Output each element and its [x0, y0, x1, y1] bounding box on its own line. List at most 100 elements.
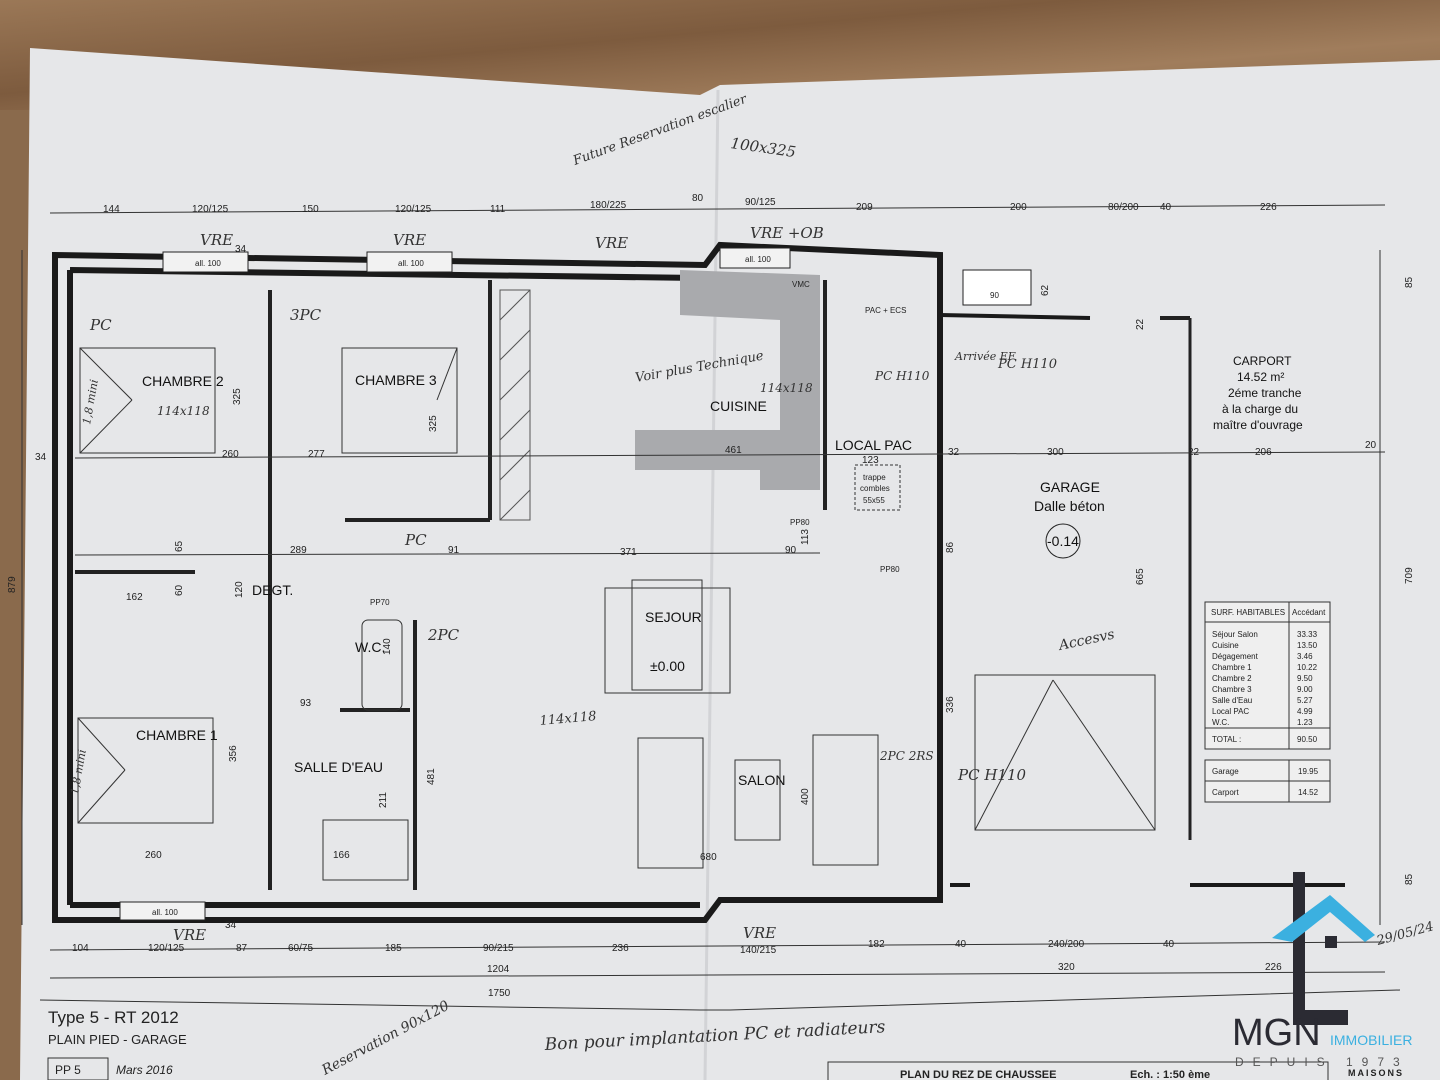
- plan-drawing-mark: [734, 759, 781, 841]
- plan-label: 85: [1404, 276, 1415, 288]
- plan-label: 3.46: [1297, 652, 1313, 661]
- paper-sheet: [20, 48, 1440, 1080]
- plan-drawing-mark: [119, 901, 206, 921]
- plan-drawing-mark: [77, 769, 126, 824]
- plan-drawing-mark: [49, 204, 1386, 214]
- plan-label: 40: [955, 939, 967, 950]
- plan-label: VMC: [792, 280, 810, 289]
- plan-drawing-mark: [49, 941, 1386, 951]
- plan-label: all. 100: [398, 259, 424, 268]
- plan-label: 87: [236, 943, 248, 954]
- plan-label: VRE: [595, 234, 628, 252]
- plan-label: SURF. HABITABLES: [1211, 608, 1285, 617]
- plan-label: CARPORT: [1233, 354, 1292, 368]
- plan-label: 325: [428, 415, 439, 432]
- plan-label: Garage: [1212, 767, 1239, 776]
- plan-label: 14.52 m²: [1237, 370, 1284, 384]
- plan-label: VRE: [200, 231, 233, 249]
- plan-label: CHAMBRE 2: [142, 373, 224, 389]
- plan-label: 185: [385, 943, 402, 954]
- plan-drawing-mark: [637, 737, 704, 869]
- plan-label: W.C.: [1212, 718, 1229, 727]
- plan-label: Dalle béton: [1034, 498, 1105, 514]
- plan-label: 166: [333, 850, 350, 861]
- plan-label: PP80: [880, 565, 900, 574]
- plan-label: Séjour Salon: [1212, 630, 1258, 639]
- plan-label: 182: [868, 939, 885, 950]
- plan-label: 80/200: [1108, 202, 1139, 213]
- plan-label: PP 5: [55, 1063, 81, 1077]
- plan-label: 144: [103, 204, 120, 215]
- plan-label: 40: [1163, 939, 1175, 950]
- plan-label: LOCAL PAC: [835, 437, 912, 453]
- plan-label: ±0.00: [650, 658, 685, 674]
- plan-label: 34: [225, 920, 237, 931]
- plan-drawing-mark: [322, 819, 409, 881]
- plan-label: 90/215: [483, 943, 514, 954]
- plan-label: 120/125: [148, 943, 185, 954]
- plan-label: 34: [235, 244, 247, 255]
- plan-label: MAISONS: [1348, 1068, 1404, 1078]
- plan-label: 461: [725, 445, 742, 456]
- plan-drawing-mark: [77, 717, 126, 771]
- plan-label: 320: [1058, 962, 1075, 973]
- plan-label: 111: [490, 204, 506, 215]
- plan-label: -0.14: [1047, 533, 1079, 549]
- plan-label: 55x55: [863, 496, 885, 505]
- plan-label: 33.33: [1297, 630, 1318, 639]
- plan-label: 120/125: [192, 204, 229, 215]
- plan-drawing-mark: [47, 1057, 109, 1080]
- plan-label: DEPUIS 1973: [1235, 1055, 1409, 1069]
- plan-label: 879: [7, 576, 18, 593]
- plan-label: 113: [800, 529, 811, 545]
- plan-label: VRE: [393, 231, 426, 249]
- plan-label: Chambre 1: [1212, 663, 1252, 672]
- plan-drawing-mark: [1052, 679, 1156, 831]
- plan-label: 356: [228, 745, 239, 762]
- plan-drawing-mark: [74, 552, 821, 556]
- plan-drawing-mark: [939, 313, 1345, 887]
- plan-label: PC: [89, 316, 112, 334]
- plan-label: trappe: [863, 473, 886, 482]
- plan-label: 90.50: [1297, 735, 1318, 744]
- plan-label: 300: [1047, 447, 1064, 458]
- plan-label: VRE: [173, 926, 206, 944]
- plan-label: PLAIN PIED - GARAGE: [48, 1032, 187, 1047]
- carport-label: CARPORT 14.52 m² 2éme tranche à la charg…: [1213, 354, 1303, 432]
- plan-label: 86: [945, 541, 956, 553]
- plan-label: Cuisine: [1212, 641, 1239, 650]
- plan-drawing-mark: [812, 734, 879, 866]
- plan-label: 22: [1188, 447, 1200, 458]
- plan-label: 62: [1040, 284, 1051, 296]
- plan-label: 226: [1265, 962, 1282, 973]
- title-block: Type 5 - RT 2012 PLAIN PIED - GARAGE PP …: [47, 1008, 1404, 1080]
- plan-drawing-mark: [49, 971, 1386, 979]
- plan-label: Ech. : 1:50 ème: [1130, 1069, 1210, 1080]
- plan-label: VRE +OB: [750, 224, 824, 242]
- plan-label: 236: [612, 943, 629, 954]
- mgn-logo: MGN IMMOBILIER DEPUIS 1973: [1232, 872, 1412, 1069]
- plan-label: 4.99: [1297, 707, 1313, 716]
- plan-label: GARAGE: [1040, 479, 1100, 495]
- plan-label: 20: [1365, 440, 1377, 451]
- plan-drawing-mark: [974, 674, 1156, 831]
- plan-label: 2PC: [427, 626, 460, 644]
- inner-dimensions: 260 277 461 32 300 22 206 289 91 371 90 …: [74, 244, 1386, 931]
- plan-drawing-mark: [79, 347, 216, 454]
- plan-label: Accédant: [1292, 608, 1326, 617]
- plan-label: SALON: [738, 772, 785, 788]
- plan-label: 85: [1404, 873, 1415, 885]
- plan-label: Mars 2016: [116, 1063, 173, 1077]
- plan-drawing-mark: [1045, 523, 1081, 559]
- plan-label: 9.50: [1297, 674, 1313, 683]
- plan-drawing-mark: [499, 489, 531, 521]
- plan-label: 260: [222, 449, 239, 460]
- plan-label: 90/125: [745, 197, 776, 208]
- plan-label: 277: [308, 449, 325, 460]
- plan-drawing-mark: [604, 587, 731, 694]
- plan-label: 120/125: [395, 204, 432, 215]
- plan-drawing-mark: [631, 579, 703, 691]
- plan-drawing-mark: [361, 619, 403, 711]
- plan-drawing-mark: [1293, 872, 1348, 1025]
- plan-label: 104: [72, 943, 89, 954]
